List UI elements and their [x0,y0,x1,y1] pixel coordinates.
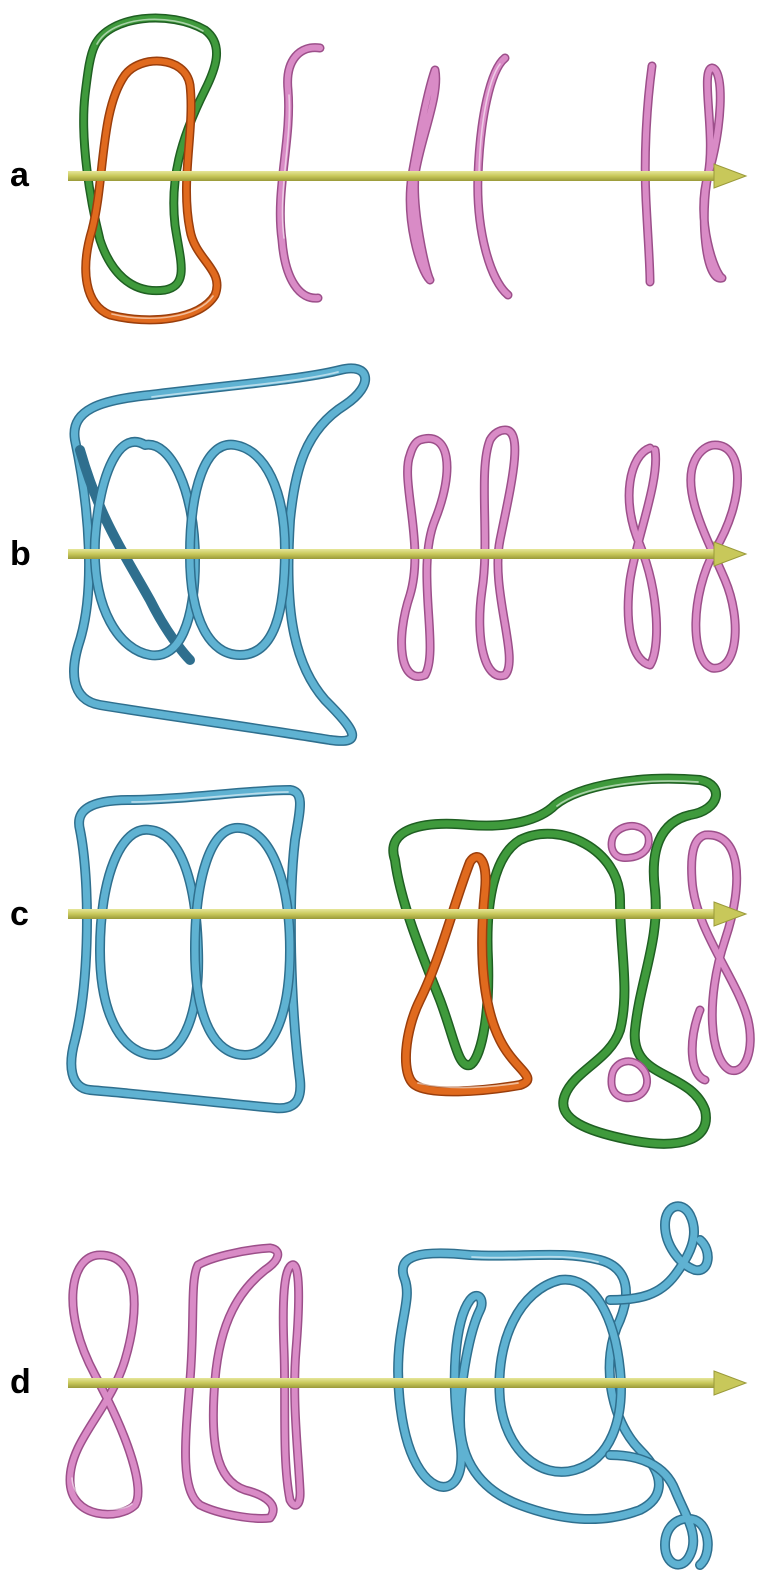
pink-figure8-c [692,835,751,1080]
panel-c [68,779,750,1144]
pink-ring-c1 [612,826,649,858]
pink-ring-c2 [611,1061,647,1098]
blue-knot-c [71,790,300,1108]
orange-loop-c [406,857,528,1091]
panel-a [68,18,746,320]
panel-label-b: b [10,537,31,571]
panel-label-c: c [10,897,29,931]
panel-label-a: a [10,158,29,192]
panel-d [68,1206,746,1565]
panel-label-d: d [10,1365,31,1399]
axis-arrow-icon [68,1371,746,1395]
panel-b [68,368,746,741]
